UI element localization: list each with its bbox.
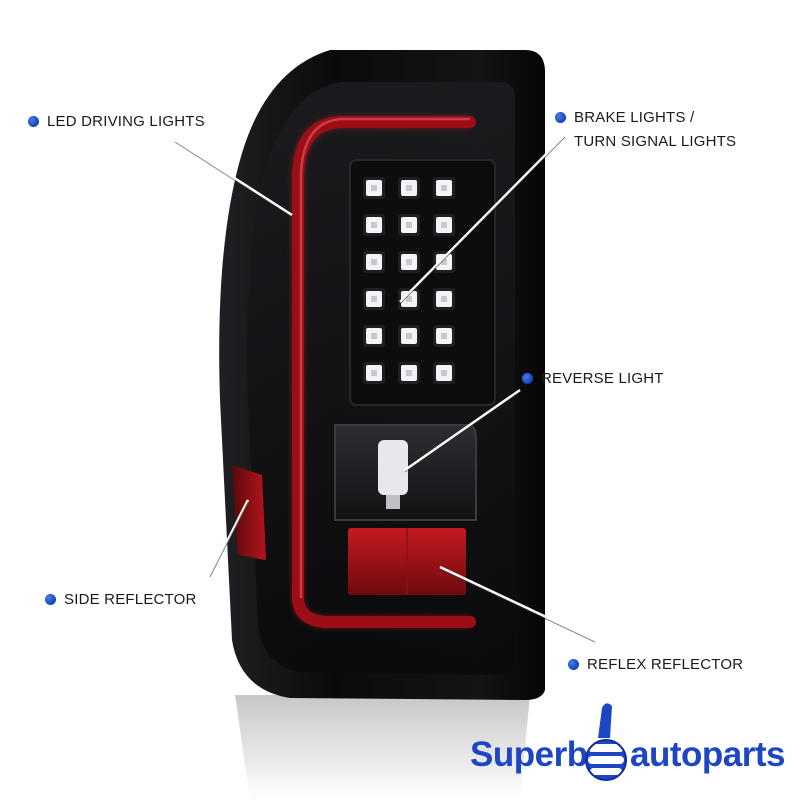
thumbs-up-icon — [585, 703, 627, 781]
led-chip-core — [406, 185, 412, 191]
led-chip-core — [441, 259, 447, 265]
led-chip-core — [371, 333, 377, 339]
label-turn-signal-lights: TURN SIGNAL LIGHTS — [574, 133, 737, 150]
callout-led-driving-lights: LED DRIVING LIGHTS — [28, 110, 205, 134]
brand-word-superb: Superb — [470, 735, 588, 774]
floor-reflection — [235, 695, 530, 800]
side-reflector — [232, 465, 266, 560]
label-brake-lights: BRAKE LIGHTS / — [574, 109, 695, 126]
callout-reverse-light: REVERSE LIGHT — [522, 367, 664, 391]
led-chip-core — [441, 333, 447, 339]
brand-word-autoparts: autoparts — [630, 735, 785, 774]
brake-led-grid — [363, 177, 455, 384]
led-chip-core — [406, 222, 412, 228]
led-chip-core — [406, 333, 412, 339]
label-side-reflector: SIDE REFLECTOR — [64, 591, 197, 608]
led-chip-core — [371, 296, 377, 302]
bullet-dot-icon — [28, 116, 39, 127]
led-chip-core — [441, 185, 447, 191]
led-chip-core — [441, 296, 447, 302]
led-chip-core — [371, 259, 377, 265]
led-chip-core — [406, 259, 412, 265]
reverse-bulb — [378, 440, 408, 495]
brake-led-panel — [349, 159, 496, 406]
bullet-dot-icon — [568, 659, 579, 670]
callout-reflex-reflector: REFLEX REFLECTOR — [568, 653, 743, 677]
led-chip-core — [371, 370, 377, 376]
callout-leader-lines — [174, 134, 596, 642]
bullet-dot-icon — [45, 594, 56, 605]
label-reverse-light: REVERSE LIGHT — [541, 370, 664, 387]
led-chip-core — [406, 370, 412, 376]
brand-logo: Superb autoparts — [470, 703, 790, 788]
led-chip-core — [371, 222, 377, 228]
led-chip-core — [406, 296, 412, 302]
label-led-driving-lights: LED DRIVING LIGHTS — [47, 113, 205, 130]
bullet-dot-icon — [555, 112, 566, 123]
callout-brake-turn-signal: BRAKE LIGHTS / TURN SIGNAL LIGHTS — [555, 106, 736, 154]
led-chip-core — [441, 222, 447, 228]
led-driving-bar — [292, 116, 476, 628]
led-chip-core — [441, 370, 447, 376]
callout-side-reflector: SIDE REFLECTOR — [45, 588, 197, 612]
bullet-dot-icon — [522, 373, 533, 384]
label-reflex-reflector: REFLEX REFLECTOR — [587, 656, 744, 673]
led-chip-core — [371, 185, 377, 191]
